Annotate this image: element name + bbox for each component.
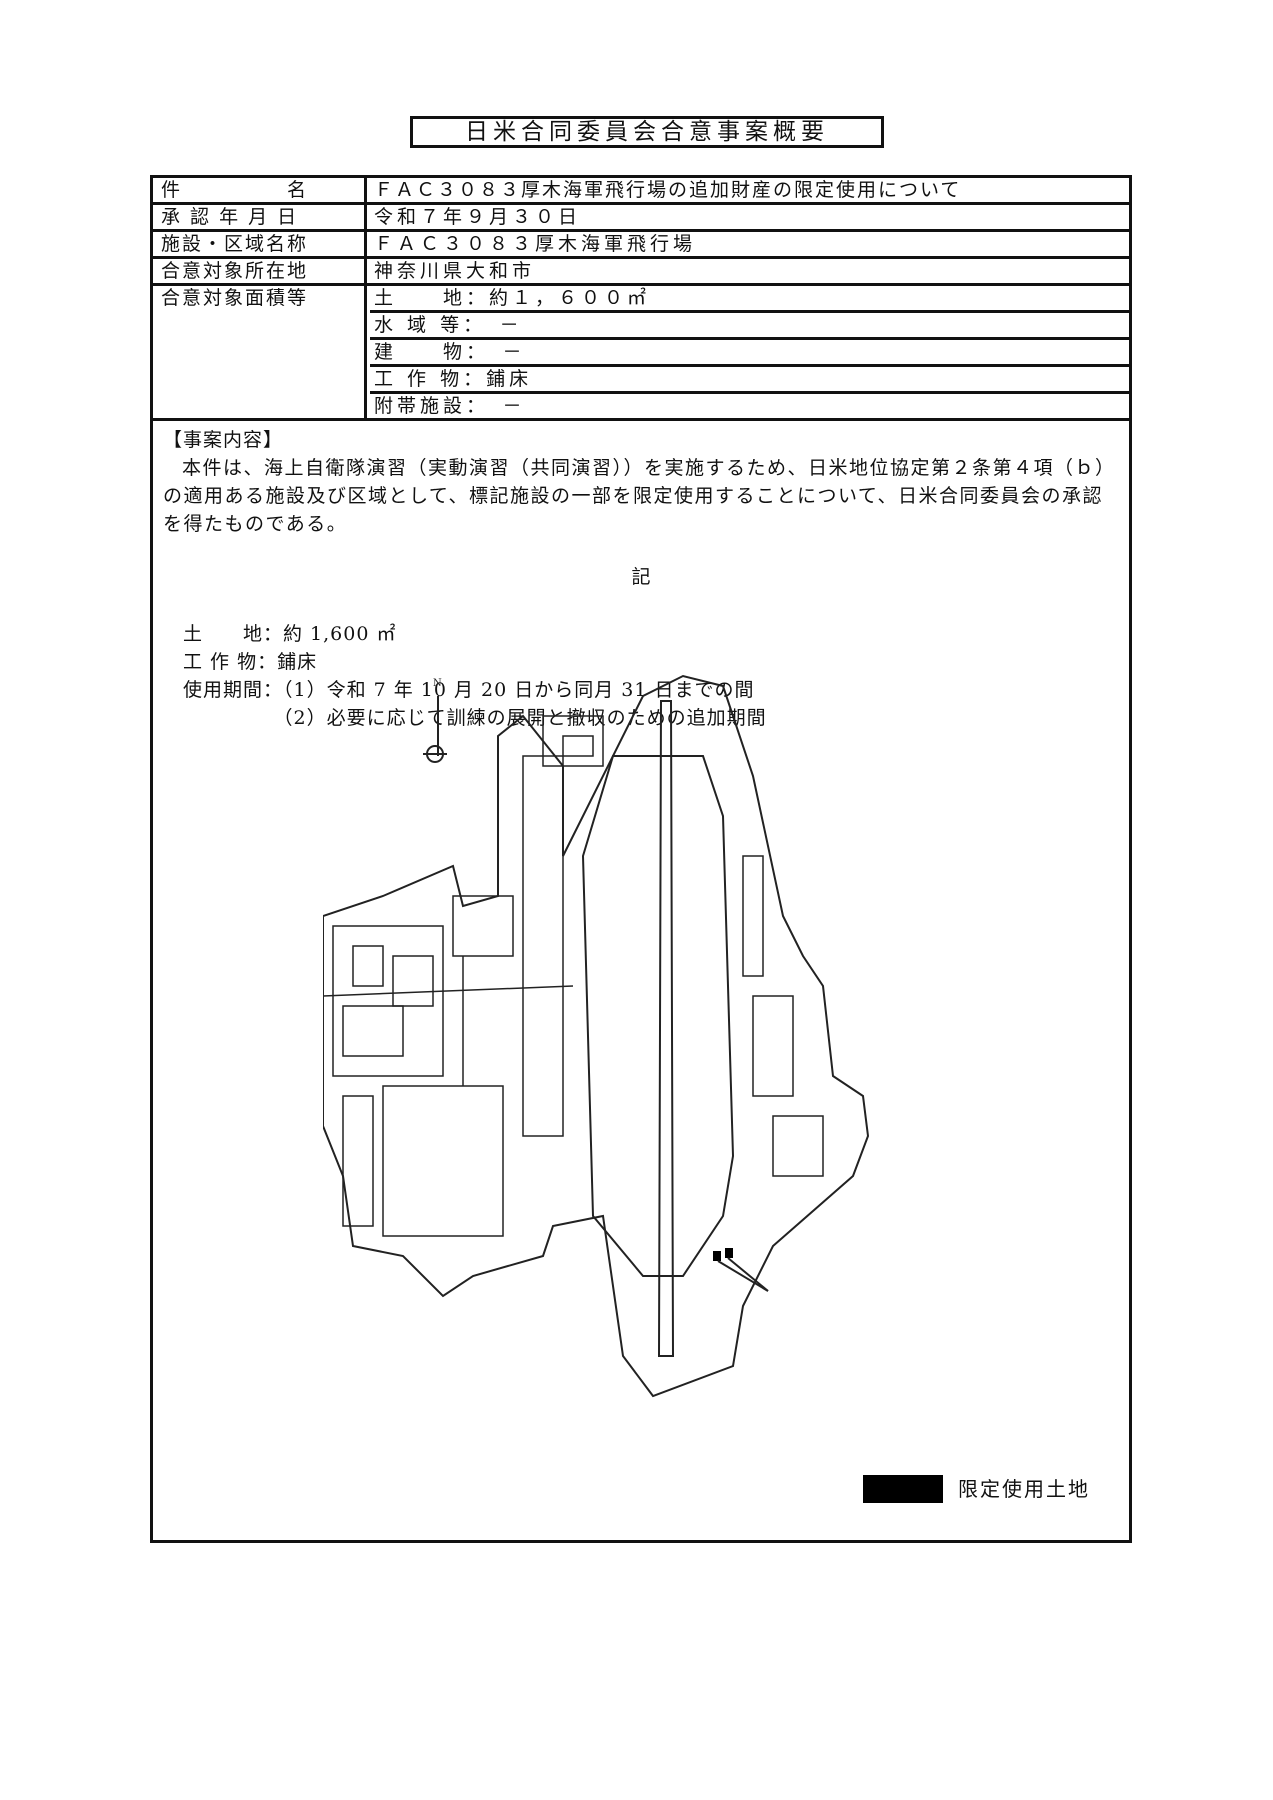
document-title: 日米合同委員会合意事案概要 <box>410 116 884 148</box>
detail-period-1: 使用期間：（1）令和 7 年 10 月 20 日から同月 31 日までの間 <box>183 679 755 701</box>
area-ancillary: 附帯施設： － <box>370 394 1129 421</box>
area-land: 土 地：約１，６００㎡ <box>370 286 1129 313</box>
legend-label: 限定使用土地 <box>958 1477 1090 1501</box>
row-value: 神奈川県大和市 <box>374 260 536 282</box>
content-paragraph: 本件は、海上自衛隊演習（実動演習（共同演習））を実施するため、日米地位協定第２条… <box>163 457 1116 535</box>
buildings-area <box>323 715 824 1237</box>
limited-use-land-marker <box>713 1248 769 1292</box>
base-boundary <box>323 674 870 1398</box>
area-label: 合意対象面積等 <box>153 286 367 418</box>
area-water: 水 域 等： － <box>370 313 1129 340</box>
row-label: 承 認 年 月 日 <box>153 205 367 229</box>
area-building: 建 物： － <box>370 340 1129 367</box>
taxiway <box>581 755 735 1277</box>
row-value: ＦＡＣ３０８３厚木海軍飛行場の追加財産の限定使用について <box>374 179 962 201</box>
row-value: 令和７年９月３０日 <box>374 206 582 228</box>
row-subject: 件 名 ＦＡＣ３０８３厚木海軍飛行場の追加財産の限定使用について <box>153 178 1129 205</box>
legend-swatch <box>863 1475 943 1503</box>
row-value: ＦＡＣ３０８３厚木海軍飛行場 <box>374 233 697 255</box>
summary-table: 件 名 ＦＡＣ３０８３厚木海軍飛行場の追加財産の限定使用について 承 認 年 月… <box>150 175 1132 1543</box>
divider <box>153 418 1129 421</box>
airfield-map: N <box>323 674 870 1398</box>
detail-structure: 工 作 物：鋪床 <box>183 651 318 673</box>
detail-land: 土 地：約 1,600 ㎡ <box>183 623 397 645</box>
row-label: 施設・区域名称 <box>153 232 367 256</box>
ki-heading: 記 <box>631 566 651 588</box>
north-arrow-icon: N <box>423 678 447 763</box>
row-location: 合意対象所在地 神奈川県大和市 <box>153 259 1129 286</box>
content-heading: 【事案内容】 <box>163 429 284 451</box>
runway <box>657 700 675 1357</box>
north-label: N <box>433 678 442 689</box>
row-label: 合意対象所在地 <box>153 259 367 283</box>
row-label: 件 名 <box>153 178 367 202</box>
row-facility-name: 施設・区域名称 ＦＡＣ３０８３厚木海軍飛行場 <box>153 232 1129 259</box>
row-approval-date: 承 認 年 月 日 令和７年９月３０日 <box>153 205 1129 232</box>
area-structure: 工 作 物：鋪床 <box>370 367 1129 394</box>
